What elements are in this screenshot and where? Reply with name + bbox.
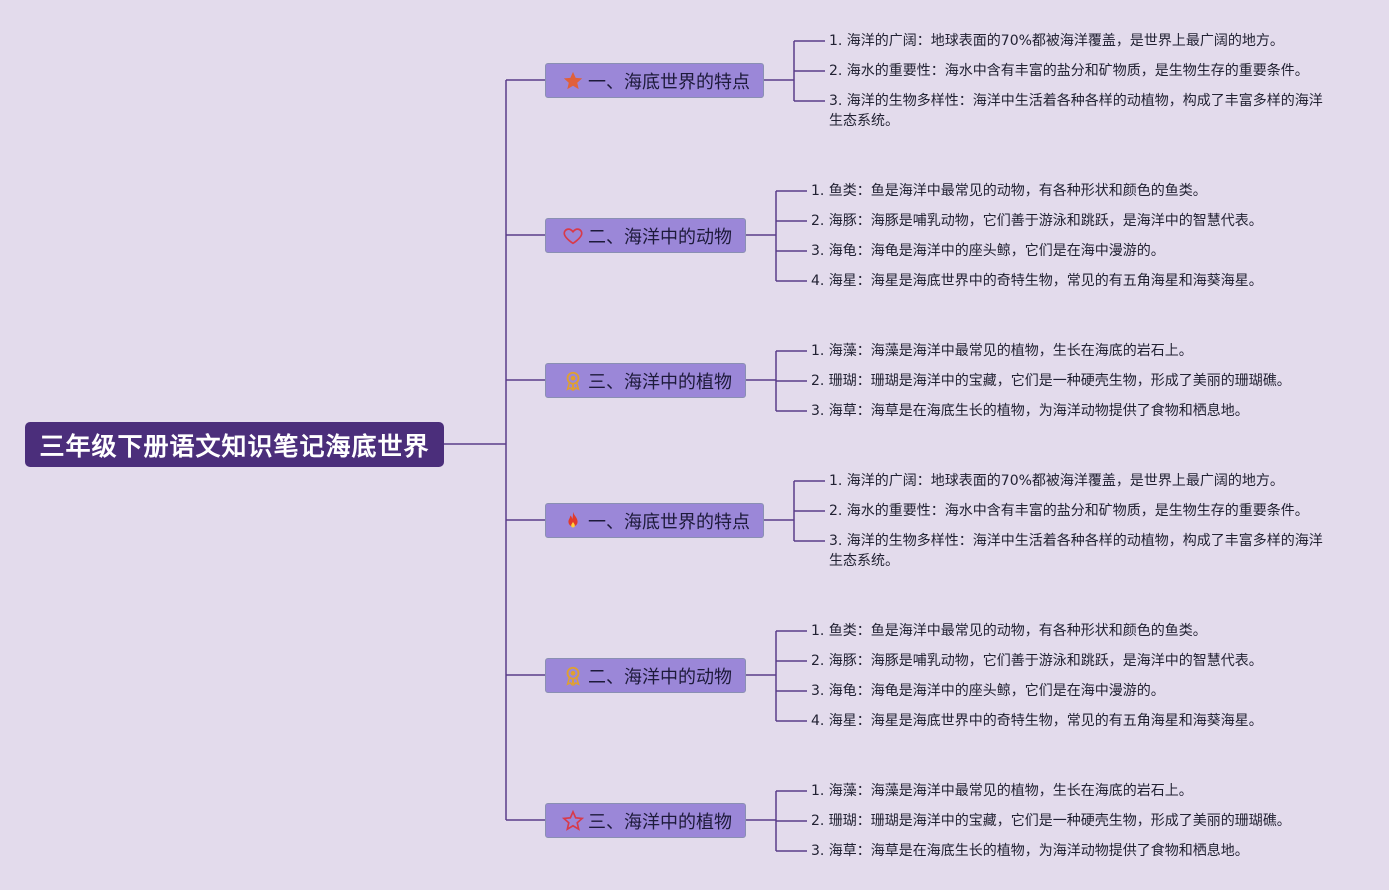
leaf-item[interactable]: 2. 珊瑚：珊瑚是海洋中的宝藏，它们是一种硬壳生物，形成了美丽的珊瑚礁。	[811, 813, 1291, 829]
leaf-item[interactable]: 3. 海草：海草是在海底生长的植物，为海洋动物提供了食物和栖息地。	[811, 843, 1249, 859]
branch-topic-label: 二、海洋中的动物	[588, 226, 732, 248]
leaf-item[interactable]: 3. 海洋的生物多样性：海洋中生活着各种各样的动植物，构成了丰富多样的海洋生态系…	[829, 93, 1323, 129]
leaf-item[interactable]: 2. 海豚：海豚是哺乳动物，它们善于游泳和跳跃，是海洋中的智慧代表。	[811, 653, 1263, 669]
branch-topic[interactable]: 一、海底世界的特点	[545, 503, 764, 538]
leaf-item[interactable]: 3. 海洋的生物多样性：海洋中生活着各种各样的动植物，构成了丰富多样的海洋生态系…	[829, 533, 1323, 569]
star-icon	[562, 70, 584, 92]
branch-topic[interactable]: 一、海底世界的特点	[545, 63, 764, 98]
fire-icon	[562, 510, 584, 532]
leaf-item[interactable]: 4. 海星：海星是海底世界中的奇特生物，常见的有五角海星和海葵海星。	[811, 713, 1263, 729]
branch-topic-label: 三、海洋中的植物	[588, 811, 732, 833]
leaf-item[interactable]: 3. 海草：海草是在海底生长的植物，为海洋动物提供了食物和栖息地。	[811, 403, 1249, 419]
star-outline-icon	[562, 809, 584, 832]
leaf-item[interactable]: 2. 海水的重要性：海水中含有丰富的盐分和矿物质，是生物生存的重要条件。	[829, 63, 1309, 79]
branch-topic[interactable]: 二、海洋中的动物	[545, 658, 746, 693]
branch-topic-label: 三、海洋中的植物	[588, 371, 732, 393]
leaf-item[interactable]: 1. 海洋的广阔：地球表面的70%都被海洋覆盖，是世界上最广阔的地方。	[829, 473, 1284, 489]
leaf-item[interactable]: 1. 海藻：海藻是海洋中最常见的植物，生长在海底的岩石上。	[811, 783, 1193, 799]
leaf-item[interactable]: 4. 海星：海星是海底世界中的奇特生物，常见的有五角海星和海葵海星。	[811, 273, 1263, 289]
branch-topic[interactable]: 三、海洋中的植物	[545, 803, 746, 838]
leaf-item[interactable]: 3. 海龟：海龟是海洋中的座头鲸，它们是在海中漫游的。	[811, 683, 1165, 699]
leaf-item[interactable]: 1. 海藻：海藻是海洋中最常见的植物，生长在海底的岩石上。	[811, 343, 1193, 359]
heart-outline-icon	[562, 225, 584, 247]
leaf-item[interactable]: 1. 海洋的广阔：地球表面的70%都被海洋覆盖，是世界上最广阔的地方。	[829, 33, 1284, 49]
leaf-item[interactable]: 2. 珊瑚：珊瑚是海洋中的宝藏，它们是一种硬壳生物，形成了美丽的珊瑚礁。	[811, 373, 1291, 389]
branch-topic[interactable]: 二、海洋中的动物	[545, 218, 746, 253]
branch-topic-label: 二、海洋中的动物	[588, 666, 732, 688]
root-topic-label: 三年级下册语文知识笔记海底世界	[39, 431, 430, 461]
branch-topic-label: 一、海底世界的特点	[588, 511, 750, 533]
medal-icon	[562, 370, 584, 392]
leaf-item[interactable]: 2. 海水的重要性：海水中含有丰富的盐分和矿物质，是生物生存的重要条件。	[829, 503, 1309, 519]
root-topic[interactable]: 三年级下册语文知识笔记海底世界	[25, 422, 444, 467]
leaf-item[interactable]: 1. 鱼类：鱼是海洋中最常见的动物，有各种形状和颜色的鱼类。	[811, 623, 1207, 639]
leaf-item[interactable]: 1. 鱼类：鱼是海洋中最常见的动物，有各种形状和颜色的鱼类。	[811, 183, 1207, 199]
medal-icon	[562, 665, 584, 687]
branch-topic-label: 一、海底世界的特点	[588, 71, 750, 93]
branch-topic[interactable]: 三、海洋中的植物	[545, 363, 746, 398]
leaf-item[interactable]: 3. 海龟：海龟是海洋中的座头鲸，它们是在海中漫游的。	[811, 243, 1165, 259]
leaf-item[interactable]: 2. 海豚：海豚是哺乳动物，它们善于游泳和跳跃，是海洋中的智慧代表。	[811, 213, 1263, 229]
